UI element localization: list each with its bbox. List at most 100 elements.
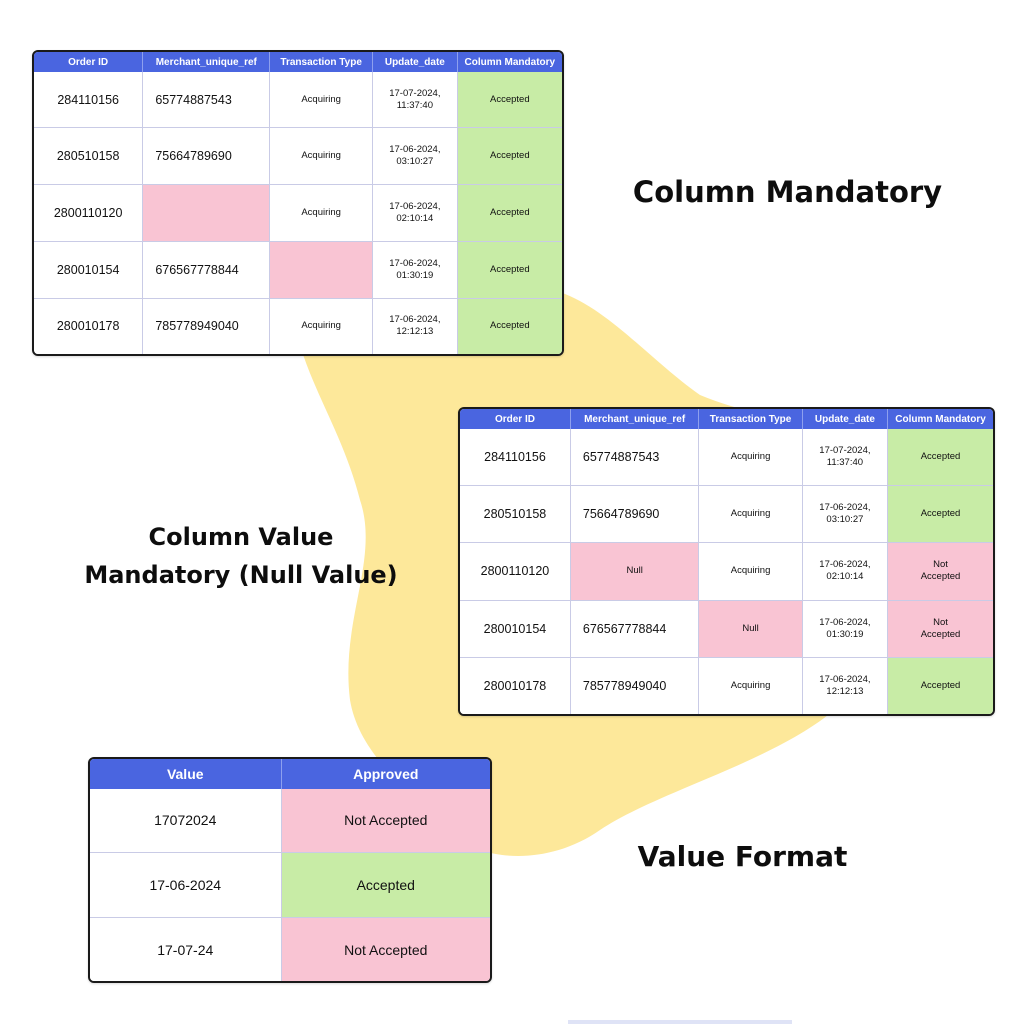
table-row: 280510158 75664789690 Acquiring 17-06-20… — [460, 485, 993, 544]
value-cell: 17-07-24 — [90, 917, 282, 981]
header-transaction-type: Transaction Type — [269, 52, 374, 72]
table-header-row: Order ID Merchant_unique_ref Transaction… — [34, 52, 562, 72]
approved-cell: Accepted — [281, 852, 490, 919]
transaction-type-cell: Acquiring — [269, 298, 374, 354]
time-text: 01:30:19 — [396, 269, 434, 281]
table-row: 17-07-24 Not Accepted — [90, 917, 490, 981]
update-date-cell: 17-06-2024,03:10:27 — [372, 127, 458, 186]
table-row: 280010178 785778949040 Acquiring 17-06-2… — [460, 657, 993, 714]
date-text: 17-07-2024, — [819, 444, 871, 456]
order-id-cell: 284110156 — [460, 429, 571, 486]
value-format-table: Value Approved 17072024 Not Accepted 17-… — [88, 757, 492, 983]
date-text: 17-06-2024, — [389, 314, 441, 326]
status-text-2: Accepted — [920, 571, 961, 583]
order-id-cell: 280510158 — [34, 127, 144, 186]
update-date-cell: 17-06-2024,03:10:27 — [802, 485, 889, 544]
header-value: Value — [90, 759, 282, 789]
date-text: 17-06-2024, — [819, 616, 871, 628]
transaction-type-cell: Acquiring — [698, 657, 803, 714]
time-text: 02:10:14 — [826, 571, 864, 583]
table-row: 280510158 75664789690 Acquiring 17-06-20… — [34, 127, 562, 186]
update-date-cell: 17-06-2024,01:30:19 — [372, 241, 458, 299]
null-value-heading-line1: Column Value — [148, 523, 334, 551]
transaction-type-cell: Acquiring — [698, 542, 803, 601]
merchant-ref-cell: 785778949040 — [570, 657, 700, 714]
order-id-cell: 2800110120 — [460, 542, 571, 601]
update-date-cell: 17-07-2024,11:37:40 — [802, 429, 889, 486]
date-text: 17-06-2024, — [819, 502, 871, 514]
status-cell: Accepted — [457, 127, 562, 186]
update-date-cell: 17-06-2024,01:30:19 — [802, 600, 889, 659]
value-cell: 17072024 — [90, 789, 282, 853]
transaction-type-cell: Acquiring — [269, 184, 374, 242]
status-cell: Accepted — [887, 485, 993, 544]
time-text: 02:10:14 — [396, 212, 434, 224]
decorative-bar — [568, 1020, 792, 1024]
status-cell: Accepted — [887, 657, 993, 714]
status-text: Not — [933, 559, 948, 571]
header-update-date: Update_date — [372, 52, 458, 72]
merchant-ref-null-cell: Null — [570, 542, 700, 601]
time-text: 01:30:19 — [826, 628, 864, 640]
merchant-ref-cell: 65774887543 — [142, 72, 271, 129]
table-header-row: Order ID Merchant_unique_ref Transaction… — [460, 409, 993, 429]
time-text: 11:37:40 — [396, 99, 433, 111]
status-cell: Accepted — [457, 298, 562, 354]
update-date-cell: 17-06-2024,02:10:14 — [802, 542, 889, 601]
update-date-cell: 17-07-2024,11:37:40 — [372, 72, 458, 129]
status-text-2: Accepted — [920, 628, 961, 640]
time-text: 11:37:40 — [826, 456, 864, 468]
time-text: 03:10:27 — [396, 156, 434, 168]
table-row: 284110156 65774887543 Acquiring 17-07-20… — [34, 72, 562, 129]
header-update-date: Update_date — [802, 409, 889, 429]
time-text: 12:12:13 — [396, 326, 434, 338]
table-row: 17072024 Not Accepted — [90, 789, 490, 853]
transaction-type-cell: Acquiring — [698, 485, 803, 544]
header-order-id: Order ID — [34, 52, 144, 72]
status-text: Not — [933, 616, 948, 628]
table-row: 2800110120 Acquiring 17-06-2024,02:10:14… — [34, 184, 562, 242]
merchant-ref-cell: 785778949040 — [142, 298, 271, 354]
value-format-heading: Value Format — [637, 840, 848, 873]
merchant-ref-cell: 676567778844 — [570, 600, 700, 659]
transaction-type-cell: Acquiring — [269, 72, 374, 129]
status-text: Accepted — [920, 508, 961, 520]
table-header-row: Value Approved — [90, 759, 490, 789]
header-approved: Approved — [281, 759, 490, 789]
header-order-id: Order ID — [460, 409, 571, 429]
merchant-ref-cell-empty — [142, 184, 271, 242]
header-merchant-ref: Merchant_unique_ref — [570, 409, 700, 429]
header-merchant-ref: Merchant_unique_ref — [142, 52, 271, 72]
status-text: Accepted — [920, 680, 961, 692]
transaction-type-cell: Acquiring — [698, 429, 803, 486]
status-cell: Accepted — [887, 429, 993, 486]
status-cell: Accepted — [457, 72, 562, 129]
value-cell: 17-06-2024 — [90, 852, 282, 919]
header-transaction-type: Transaction Type — [698, 409, 803, 429]
date-text: 17-06-2024, — [819, 559, 871, 571]
order-id-cell: 284110156 — [34, 72, 144, 129]
transaction-type-null-cell: Null — [698, 600, 803, 659]
status-cell: Accepted — [457, 241, 562, 299]
transaction-type-cell-empty — [269, 241, 374, 299]
transaction-type-cell: Acquiring — [269, 127, 374, 186]
merchant-ref-cell: 676567778844 — [142, 241, 271, 299]
approved-cell: Not Accepted — [281, 917, 490, 981]
order-id-cell: 280010154 — [460, 600, 571, 659]
time-text: 03:10:27 — [826, 514, 864, 526]
header-column-mandatory: Column Mandatory — [887, 409, 993, 429]
table-row: 280010178 785778949040 Acquiring 17-06-2… — [34, 298, 562, 354]
status-text: Accepted — [920, 450, 961, 462]
merchant-ref-cell: 75664789690 — [142, 127, 271, 186]
status-cell: Accepted — [457, 184, 562, 242]
date-text: 17-06-2024, — [389, 144, 441, 156]
order-id-cell: 2800110120 — [34, 184, 144, 242]
table-row: 2800110120 Null Acquiring 17-06-2024,02:… — [460, 542, 993, 601]
date-text: 17-06-2024, — [819, 674, 871, 686]
date-text: 17-06-2024, — [389, 200, 441, 212]
null-value-heading: Column Value Mandatory (Null Value) — [60, 518, 422, 594]
update-date-cell: 17-06-2024,12:12:13 — [802, 657, 889, 714]
table-row: 280010154 676567778844 Null 17-06-2024,0… — [460, 600, 993, 659]
merchant-ref-cell: 75664789690 — [570, 485, 700, 544]
